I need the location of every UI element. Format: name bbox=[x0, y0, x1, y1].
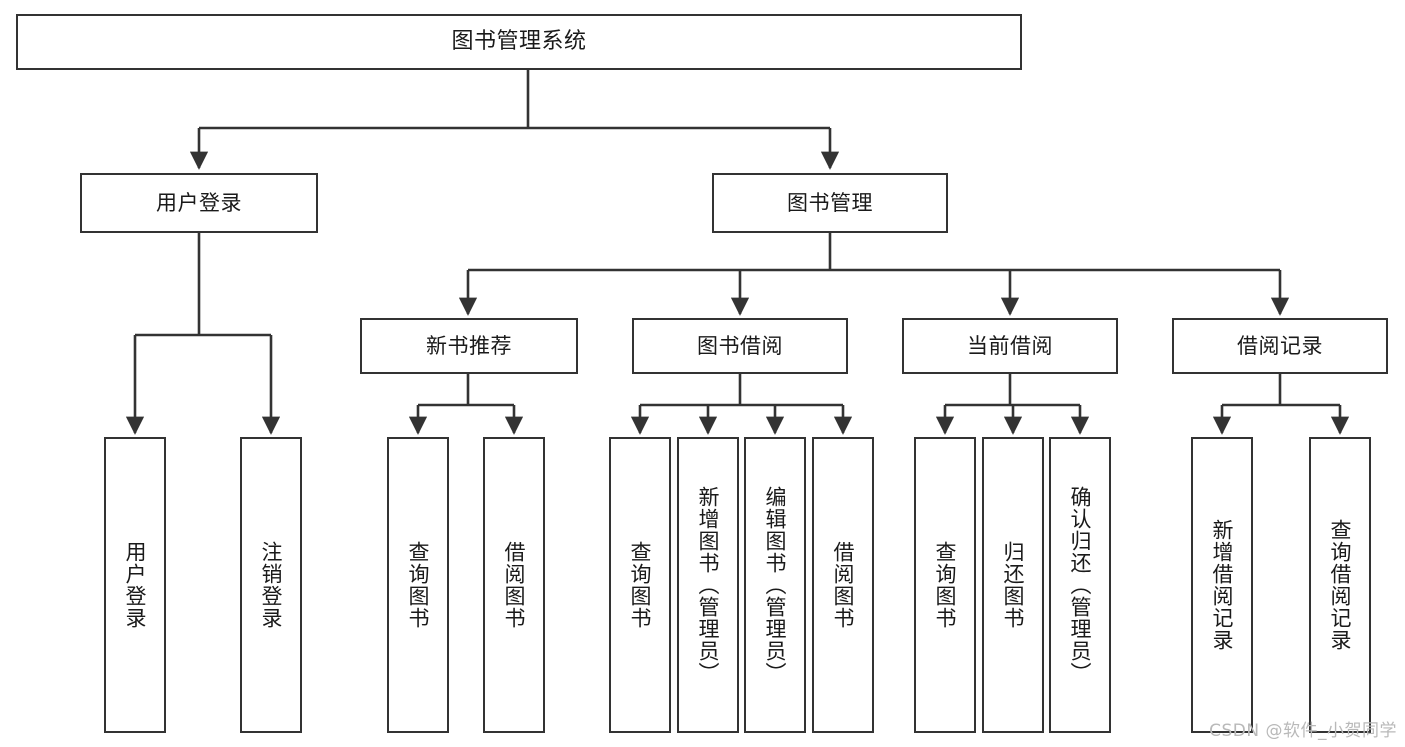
node-label: 借阅记录 bbox=[1237, 333, 1323, 358]
leaf-user-login[interactable]: 用户登录 bbox=[104, 437, 166, 733]
node-new-book-recommend[interactable]: 新书推荐 bbox=[360, 318, 578, 374]
node-label: 新增借阅记录 bbox=[1210, 519, 1235, 651]
leaf-borrow-book-recommend[interactable]: 借阅图书 bbox=[483, 437, 545, 733]
node-label: 用户登录 bbox=[156, 190, 242, 215]
leaf-logout-login[interactable]: 注销登录 bbox=[240, 437, 302, 733]
node-label: 归还图书 bbox=[1001, 541, 1026, 629]
node-borrow-record[interactable]: 借阅记录 bbox=[1172, 318, 1388, 374]
node-book-manage[interactable]: 图书管理 bbox=[712, 173, 948, 233]
leaf-add-book-admin[interactable]: 新增图书（管理员） bbox=[677, 437, 739, 733]
node-label: 注销登录 bbox=[259, 541, 284, 629]
node-label: 图书借阅 bbox=[697, 333, 783, 358]
leaf-return-book[interactable]: 归还图书 bbox=[982, 437, 1044, 733]
node-label: 新书推荐 bbox=[426, 333, 512, 358]
node-user-login[interactable]: 用户登录 bbox=[80, 173, 318, 233]
leaf-query-borrow-record[interactable]: 查询借阅记录 bbox=[1309, 437, 1371, 733]
leaf-add-borrow-record[interactable]: 新增借阅记录 bbox=[1191, 437, 1253, 733]
leaf-query-book-recommend[interactable]: 查询图书 bbox=[387, 437, 449, 733]
node-current-borrow[interactable]: 当前借阅 bbox=[902, 318, 1118, 374]
node-book-borrow[interactable]: 图书借阅 bbox=[632, 318, 848, 374]
node-label: 查询借阅记录 bbox=[1328, 519, 1353, 651]
leaf-query-book-borrow[interactable]: 查询图书 bbox=[609, 437, 671, 733]
node-label: 编辑图书（管理员） bbox=[763, 486, 788, 684]
csdn-watermark: CSDN @软件_小贺同学 bbox=[1209, 721, 1397, 741]
leaf-confirm-return-admin[interactable]: 确认归还（管理员） bbox=[1049, 437, 1111, 733]
node-label: 图书管理系统 bbox=[451, 29, 587, 55]
leaf-borrow-book-borrow[interactable]: 借阅图书 bbox=[812, 437, 874, 733]
node-label: 借阅图书 bbox=[502, 541, 527, 629]
node-label: 用户登录 bbox=[123, 541, 148, 629]
leaf-query-book-current[interactable]: 查询图书 bbox=[914, 437, 976, 733]
node-label: 图书管理 bbox=[787, 190, 873, 215]
node-label: 当前借阅 bbox=[967, 333, 1053, 358]
node-label: 确认归还（管理员） bbox=[1068, 486, 1093, 684]
node-label: 新增图书（管理员） bbox=[696, 486, 721, 684]
node-label: 查询图书 bbox=[933, 541, 958, 629]
node-root-system[interactable]: 图书管理系统 bbox=[16, 14, 1022, 70]
node-label: 借阅图书 bbox=[831, 541, 856, 629]
node-label: 查询图书 bbox=[628, 541, 653, 629]
node-label: 查询图书 bbox=[406, 541, 431, 629]
leaf-edit-book-admin[interactable]: 编辑图书（管理员） bbox=[744, 437, 806, 733]
